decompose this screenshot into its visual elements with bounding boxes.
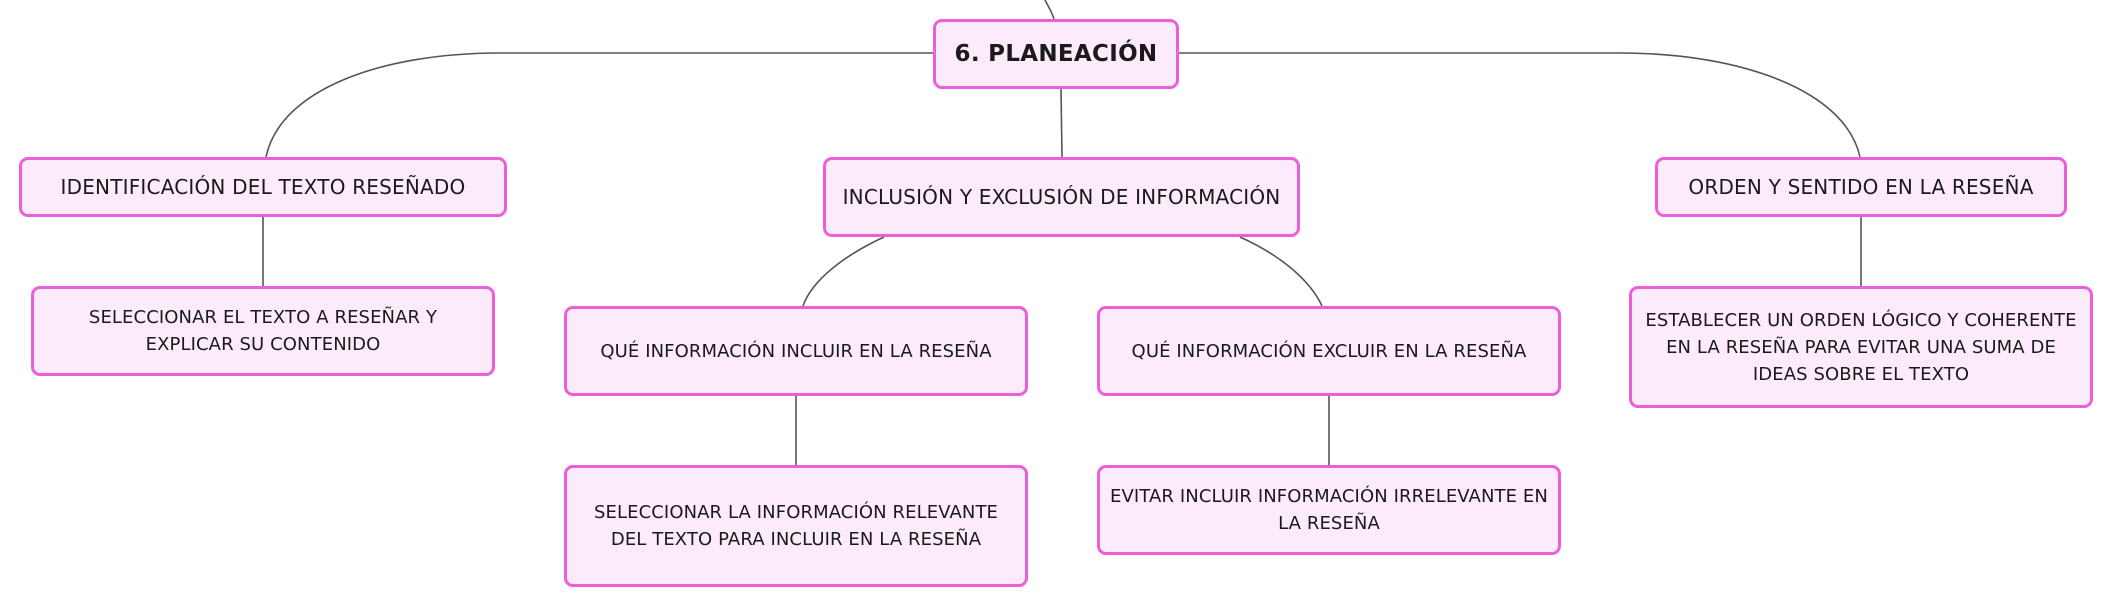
root-node-label: 6. PLANEACIÓN: [954, 41, 1158, 67]
node-label: INCLUSIÓN Y EXCLUSIÓN DE INFORMACIÓN: [842, 185, 1281, 209]
node-que-excluir: QUÉ INFORMACIÓN EXCLUIR EN LA RESEÑA: [1097, 306, 1561, 396]
connector-inclusion-to-excluir: [1239, 236, 1323, 307]
node-label: ESTABLECER UN ORDEN LÓGICO Y COHERENTE E…: [1645, 309, 2077, 385]
node-inclusion-exclusion: INCLUSIÓN Y EXCLUSIÓN DE INFORMACIÓN: [823, 157, 1300, 237]
node-seleccionar-texto: SELECCIONAR EL TEXTO A RESEÑAR Y EXPLICA…: [31, 286, 495, 376]
connector-inclusion-to-incluir: [802, 236, 885, 307]
node-label: EVITAR INCLUIR INFORMACIÓN IRRELEVANTE E…: [1110, 486, 1548, 534]
node-label: IDENTIFICACIÓN DEL TEXTO RESEÑADO: [60, 175, 466, 199]
node-identificacion-texto: IDENTIFICACIÓN DEL TEXTO RESEÑADO: [19, 157, 507, 217]
connector-root-to-inclusion: [1060, 88, 1063, 158]
node-label: QUÉ INFORMACIÓN INCLUIR EN LA RESEÑA: [600, 340, 992, 362]
connector-root-to-orden: [1179, 52, 1861, 158]
root-node-planeacion: 6. PLANEACIÓN: [933, 19, 1179, 89]
node-establecer-orden: ESTABLECER UN ORDEN LÓGICO Y COHERENTE E…: [1629, 286, 2093, 408]
node-seleccionar-informacion: SELECCIONAR LA INFORMACIÓN RELEVANTE DEL…: [564, 465, 1028, 587]
node-label: ORDEN Y SENTIDO EN LA RESEÑA: [1688, 175, 2034, 199]
node-orden-sentido: ORDEN Y SENTIDO EN LA RESEÑA: [1655, 157, 2067, 217]
node-label: SELECCIONAR EL TEXTO A RESEÑAR Y EXPLICA…: [88, 307, 438, 355]
connector-parent-stub: [1044, 0, 1055, 20]
connector-root-to-identificacion: [265, 52, 933, 158]
node-que-incluir: QUÉ INFORMACIÓN INCLUIR EN LA RESEÑA: [564, 306, 1028, 396]
node-evitar-irrelevante: EVITAR INCLUIR INFORMACIÓN IRRELEVANTE E…: [1097, 465, 1561, 555]
node-label: SELECCIONAR LA INFORMACIÓN RELEVANTE DEL…: [593, 502, 999, 550]
node-label: QUÉ INFORMACIÓN EXCLUIR EN LA RESEÑA: [1131, 340, 1527, 362]
